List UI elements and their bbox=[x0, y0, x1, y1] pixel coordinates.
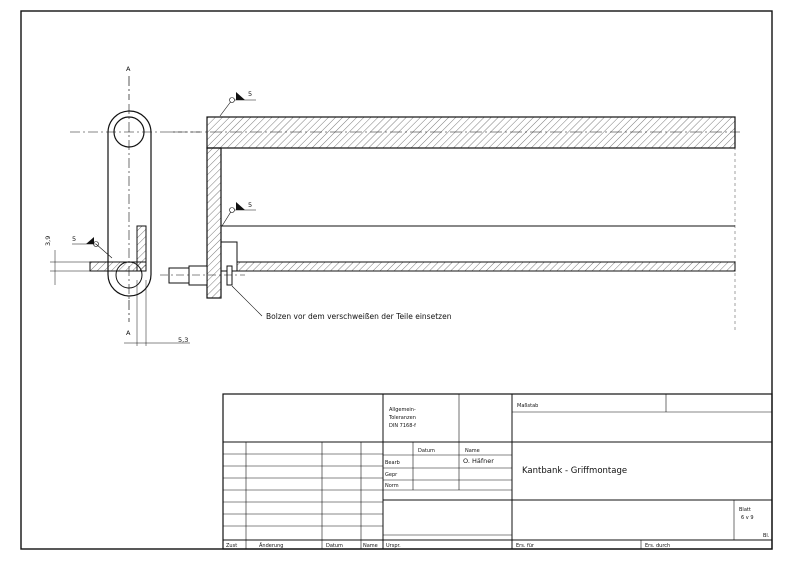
footer-ers-fuer: Ers. für bbox=[516, 543, 535, 549]
column-name: Name bbox=[465, 448, 480, 454]
title-block bbox=[222, 393, 773, 550]
drawing-title: Kantbank - Griffmontage bbox=[522, 466, 627, 476]
sheet-count: Bl. bbox=[763, 533, 770, 539]
sheet-value: 6 v 9 bbox=[741, 515, 754, 521]
side-view-handle bbox=[50, 76, 200, 346]
dimension-vertical: 3,9 bbox=[44, 236, 52, 246]
weld-size-top: 5 bbox=[248, 90, 252, 98]
drawn-by: O. Häfner bbox=[463, 457, 494, 465]
section-label-bottom: A bbox=[126, 329, 131, 337]
footer-datum: Datum bbox=[326, 543, 343, 549]
tolerance-line-2: Toleranzen bbox=[388, 415, 416, 421]
tolerance-line-3: DIN 7168-f bbox=[389, 423, 416, 429]
row-norm: Norm bbox=[385, 483, 399, 489]
weld-size-left: 5 bbox=[72, 235, 76, 243]
footer-urspr: Urspr. bbox=[386, 543, 401, 549]
footer-ers-durch: Ers. durch bbox=[645, 543, 670, 549]
footer-aenderung: Änderung bbox=[259, 542, 283, 549]
assembly-note: Bolzen vor dem verschweißen der Teile ei… bbox=[266, 312, 452, 321]
row-drawn: Bearb bbox=[385, 460, 400, 466]
section-label-top: A bbox=[126, 65, 131, 73]
footer-name: Name bbox=[363, 543, 378, 549]
row-checked: Gepr bbox=[385, 472, 398, 478]
front-view-assembly bbox=[160, 92, 740, 330]
footer-zust: Zust bbox=[226, 543, 237, 549]
column-date: Datum bbox=[418, 448, 435, 454]
tolerance-line-1: Allgemein- bbox=[389, 407, 416, 413]
sheet-label: Blatt bbox=[739, 507, 751, 513]
scale-label: Maßstab bbox=[517, 403, 538, 409]
weld-size-middle: 5 bbox=[248, 201, 252, 209]
dimension-horizontal: 5,3 bbox=[178, 336, 188, 344]
